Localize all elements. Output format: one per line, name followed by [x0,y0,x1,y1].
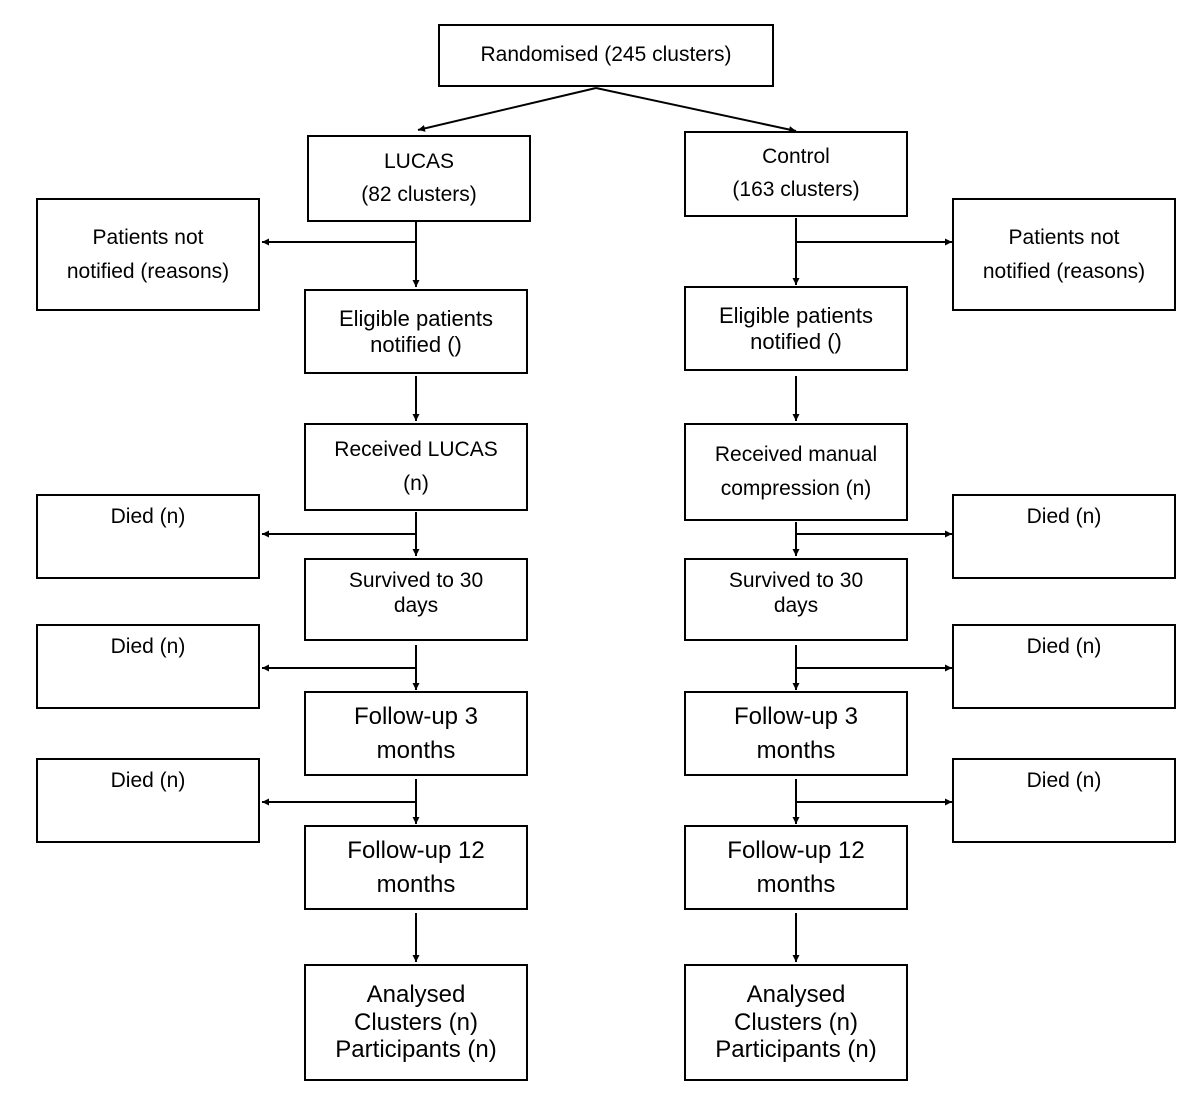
lucas-followup-12-line-2: months [376,870,456,898]
arrow-randomised-to-control [595,87,797,133]
control-received-line-1: Received manual [714,443,878,467]
control-eligible-line-2: notified () [750,328,842,354]
control-arm-box: Control (163 clusters) [684,131,908,217]
lucas-died-2-label: Died (n) [110,635,186,658]
lucas-followup-3-line-1: Follow-up 3 [353,702,479,730]
lucas-analysed-box: Analysed Clusters (n) Participants (n) [304,964,528,1081]
lucas-died-3-label: Died (n) [110,769,186,792]
lucas-not-notified-line-2: notified (reasons) [66,259,230,283]
lucas-followup-12-box: Follow-up 12 months [304,825,528,910]
control-eligible-box: Eligible patients notified () [684,286,908,371]
lucas-received-box: Received LUCAS (n) [304,423,528,511]
control-followup-12-line-1: Follow-up 12 [727,836,865,864]
control-died-3-label: Died (n) [1026,769,1102,792]
lucas-died-1-label: Died (n) [110,505,186,528]
lucas-died-3-box: Died (n) [36,758,260,843]
control-died-3-box: Died (n) [952,758,1176,843]
lucas-survived-box: Survived to 30 days [304,558,528,641]
lucas-not-notified-line-1: Patients not [92,225,204,249]
lucas-arm-box: LUCAS (82 clusters) [307,135,531,222]
control-received-line-2: compression (n) [720,477,872,500]
control-arm-title: Control [762,145,830,169]
lucas-arm-title: LUCAS [383,149,455,173]
lucas-analysed-line-1: Analysed [366,981,466,1009]
randomised-label: Randomised (245 clusters) [480,43,732,67]
lucas-analysed-line-3: Participants (n) [335,1036,497,1064]
lucas-analysed-line-2: Clusters (n) [353,1008,479,1036]
control-followup-12-line-2: months [756,870,836,898]
control-analysed-box: Analysed Clusters (n) Participants (n) [684,964,908,1081]
control-died-1-label: Died (n) [1026,505,1102,528]
control-followup-3-line-2: months [756,736,836,764]
lucas-eligible-box: Eligible patients notified () [304,289,528,374]
lucas-arm-clusters: (82 clusters) [361,182,477,206]
control-survived-box: Survived to 30 days [684,558,908,641]
control-died-2-label: Died (n) [1026,635,1102,658]
control-died-1-box: Died (n) [952,494,1176,579]
lucas-died-1-box: Died (n) [36,494,260,579]
lucas-received-line-1: Received LUCAS [334,438,498,462]
control-eligible-line-1: Eligible patients [718,303,874,329]
lucas-followup-12-line-1: Follow-up 12 [347,836,485,864]
lucas-survived-line-1: Survived to 30 [348,569,484,592]
control-followup-12-box: Follow-up 12 months [684,825,908,910]
control-analysed-line-2: Clusters (n) [733,1008,859,1036]
lucas-received-line-2: (n) [403,472,429,495]
lucas-died-2-box: Died (n) [36,624,260,709]
control-not-notified-line-1: Patients not [1008,225,1120,249]
control-survived-line-2: days [773,594,819,618]
control-not-notified-box: Patients not notified (reasons) [952,198,1176,311]
lucas-followup-3-box: Follow-up 3 months [304,691,528,776]
lucas-eligible-line-2: notified () [370,331,462,357]
control-not-notified-line-2: notified (reasons) [982,259,1146,283]
lucas-followup-3-line-2: months [376,736,456,764]
control-survived-line-1: Survived to 30 [728,569,864,592]
lucas-eligible-line-1: Eligible patients [338,306,494,332]
control-followup-3-line-1: Follow-up 3 [733,702,859,730]
control-analysed-line-1: Analysed [746,981,846,1009]
control-died-2-box: Died (n) [952,624,1176,709]
lucas-survived-line-2: days [393,594,439,618]
control-arm-clusters: (163 clusters) [732,178,860,201]
control-analysed-line-3: Participants (n) [715,1036,877,1064]
control-received-box: Received manual compression (n) [684,423,908,521]
control-followup-3-box: Follow-up 3 months [684,691,908,776]
arrow-randomised-to-lucas [417,87,597,132]
randomised-box: Randomised (245 clusters) [438,24,774,87]
lucas-not-notified-box: Patients not notified (reasons) [36,198,260,311]
